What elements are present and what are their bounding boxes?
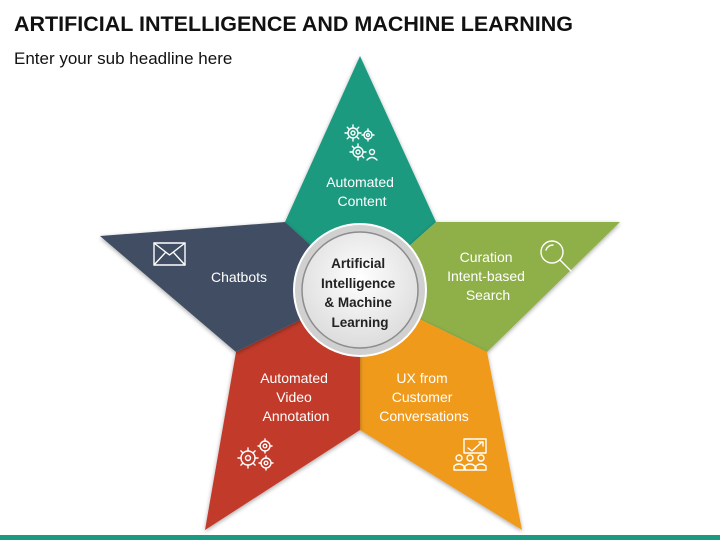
- segment-label-curation-search: Curation Intent-based Search: [447, 249, 529, 303]
- center-line-4: Learning: [331, 315, 388, 330]
- segment-video-annotation: [205, 290, 360, 530]
- center-hub: [301, 231, 419, 349]
- gears-icon: [237, 438, 274, 471]
- magnifier-icon: [540, 240, 572, 272]
- center-line-3: & Machine: [324, 295, 392, 310]
- segment-curation-search: [360, 222, 620, 352]
- segment-label-video-annotation: Automated Video Annotation: [260, 370, 332, 424]
- envelope-icon: [153, 242, 186, 266]
- center-line-1: Artificial: [331, 256, 385, 271]
- segment-chatbots: [100, 222, 360, 352]
- slide-subtitle: Enter your sub headline here: [14, 49, 233, 68]
- center-hub-label: Artificial Intelligence & Machine Learni…: [321, 256, 399, 330]
- team-presentation-icon: [453, 438, 487, 471]
- segment-label-automated-content: Automated Content: [326, 174, 398, 209]
- bottom-accent-bar: [0, 535, 720, 540]
- segment-label-ux-conversations: UX from Customer Conversations: [379, 370, 469, 424]
- slide-title: ARTIFICIAL INTELLIGENCE AND MACHINE LEAR…: [14, 12, 573, 36]
- center-line-2: Intelligence: [321, 276, 396, 291]
- gears-people-icon: [344, 124, 378, 161]
- segment-automated-content: [285, 56, 436, 290]
- segment-label-chatbots: Chatbots: [211, 269, 267, 285]
